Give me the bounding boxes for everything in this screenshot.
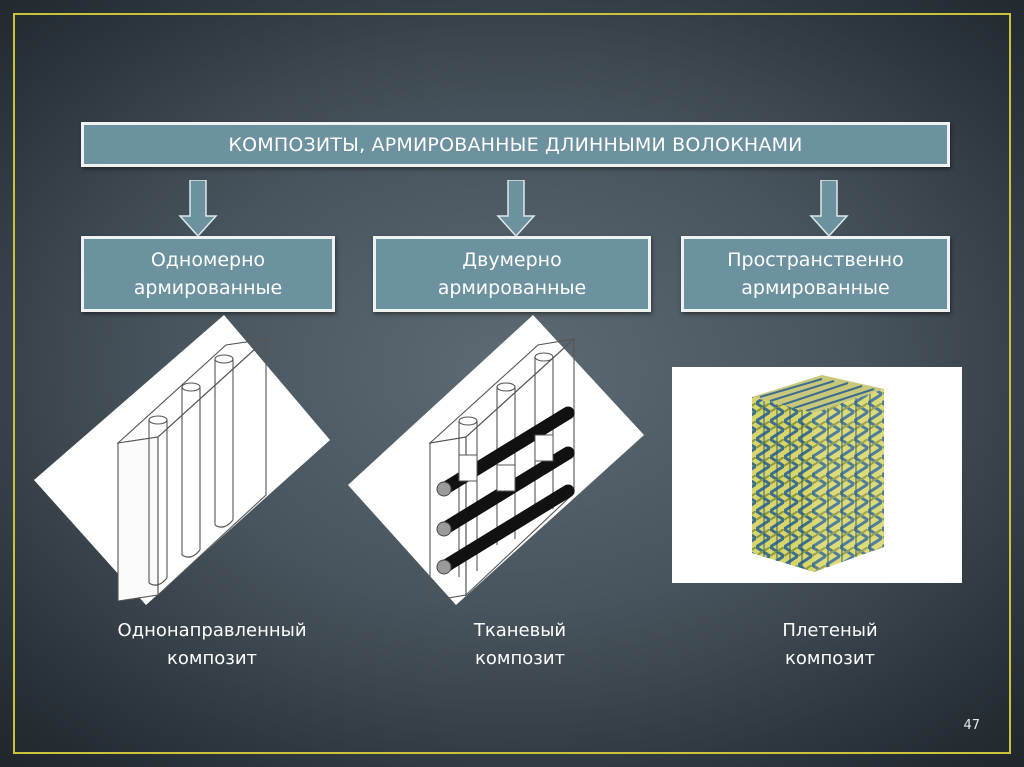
- unidirectional-composite-image: [34, 315, 330, 605]
- caption-line1: Однонаправленный: [117, 620, 307, 641]
- category-line1: Пространственно: [727, 249, 904, 271]
- category-line2: армированные: [437, 277, 587, 299]
- page-number: 47: [963, 718, 980, 733]
- category-box-2d: Двумерно армированные: [373, 236, 651, 312]
- category-line2: армированные: [741, 277, 890, 299]
- down-arrow-icon: [178, 180, 218, 238]
- caption-line1: Плетеный: [782, 620, 878, 641]
- slide-frame: [13, 13, 1011, 754]
- caption-line2: композит: [475, 648, 565, 669]
- category-line1: Двумерно: [462, 249, 562, 271]
- caption-woven: Тканевый композит: [390, 617, 650, 673]
- category-box-3d: Пространственно армированные: [681, 236, 950, 312]
- caption-line1: Тканевый: [473, 620, 567, 641]
- woven-composite-image: [348, 315, 644, 605]
- caption-braided: Плетеный композит: [700, 617, 960, 673]
- caption-line2: композит: [785, 648, 875, 669]
- main-category-box: КОМПОЗИТЫ, АРМИРОВАННЫЕ ДЛИННЫМИ ВОЛОКНА…: [81, 122, 950, 167]
- down-arrow-icon: [809, 180, 849, 238]
- caption-unidirectional: Однонаправленный композит: [82, 617, 342, 673]
- main-category-title: КОМПОЗИТЫ, АРМИРОВАННЫЕ ДЛИННЫМИ ВОЛОКНА…: [228, 133, 803, 156]
- category-line2: армированные: [133, 277, 283, 299]
- caption-line2: композит: [167, 648, 257, 669]
- down-arrow-icon: [496, 180, 536, 238]
- category-line1: Одномерно: [150, 249, 266, 271]
- category-box-1d: Одномерно армированные: [81, 236, 335, 312]
- braided-composite-image: [672, 367, 962, 583]
